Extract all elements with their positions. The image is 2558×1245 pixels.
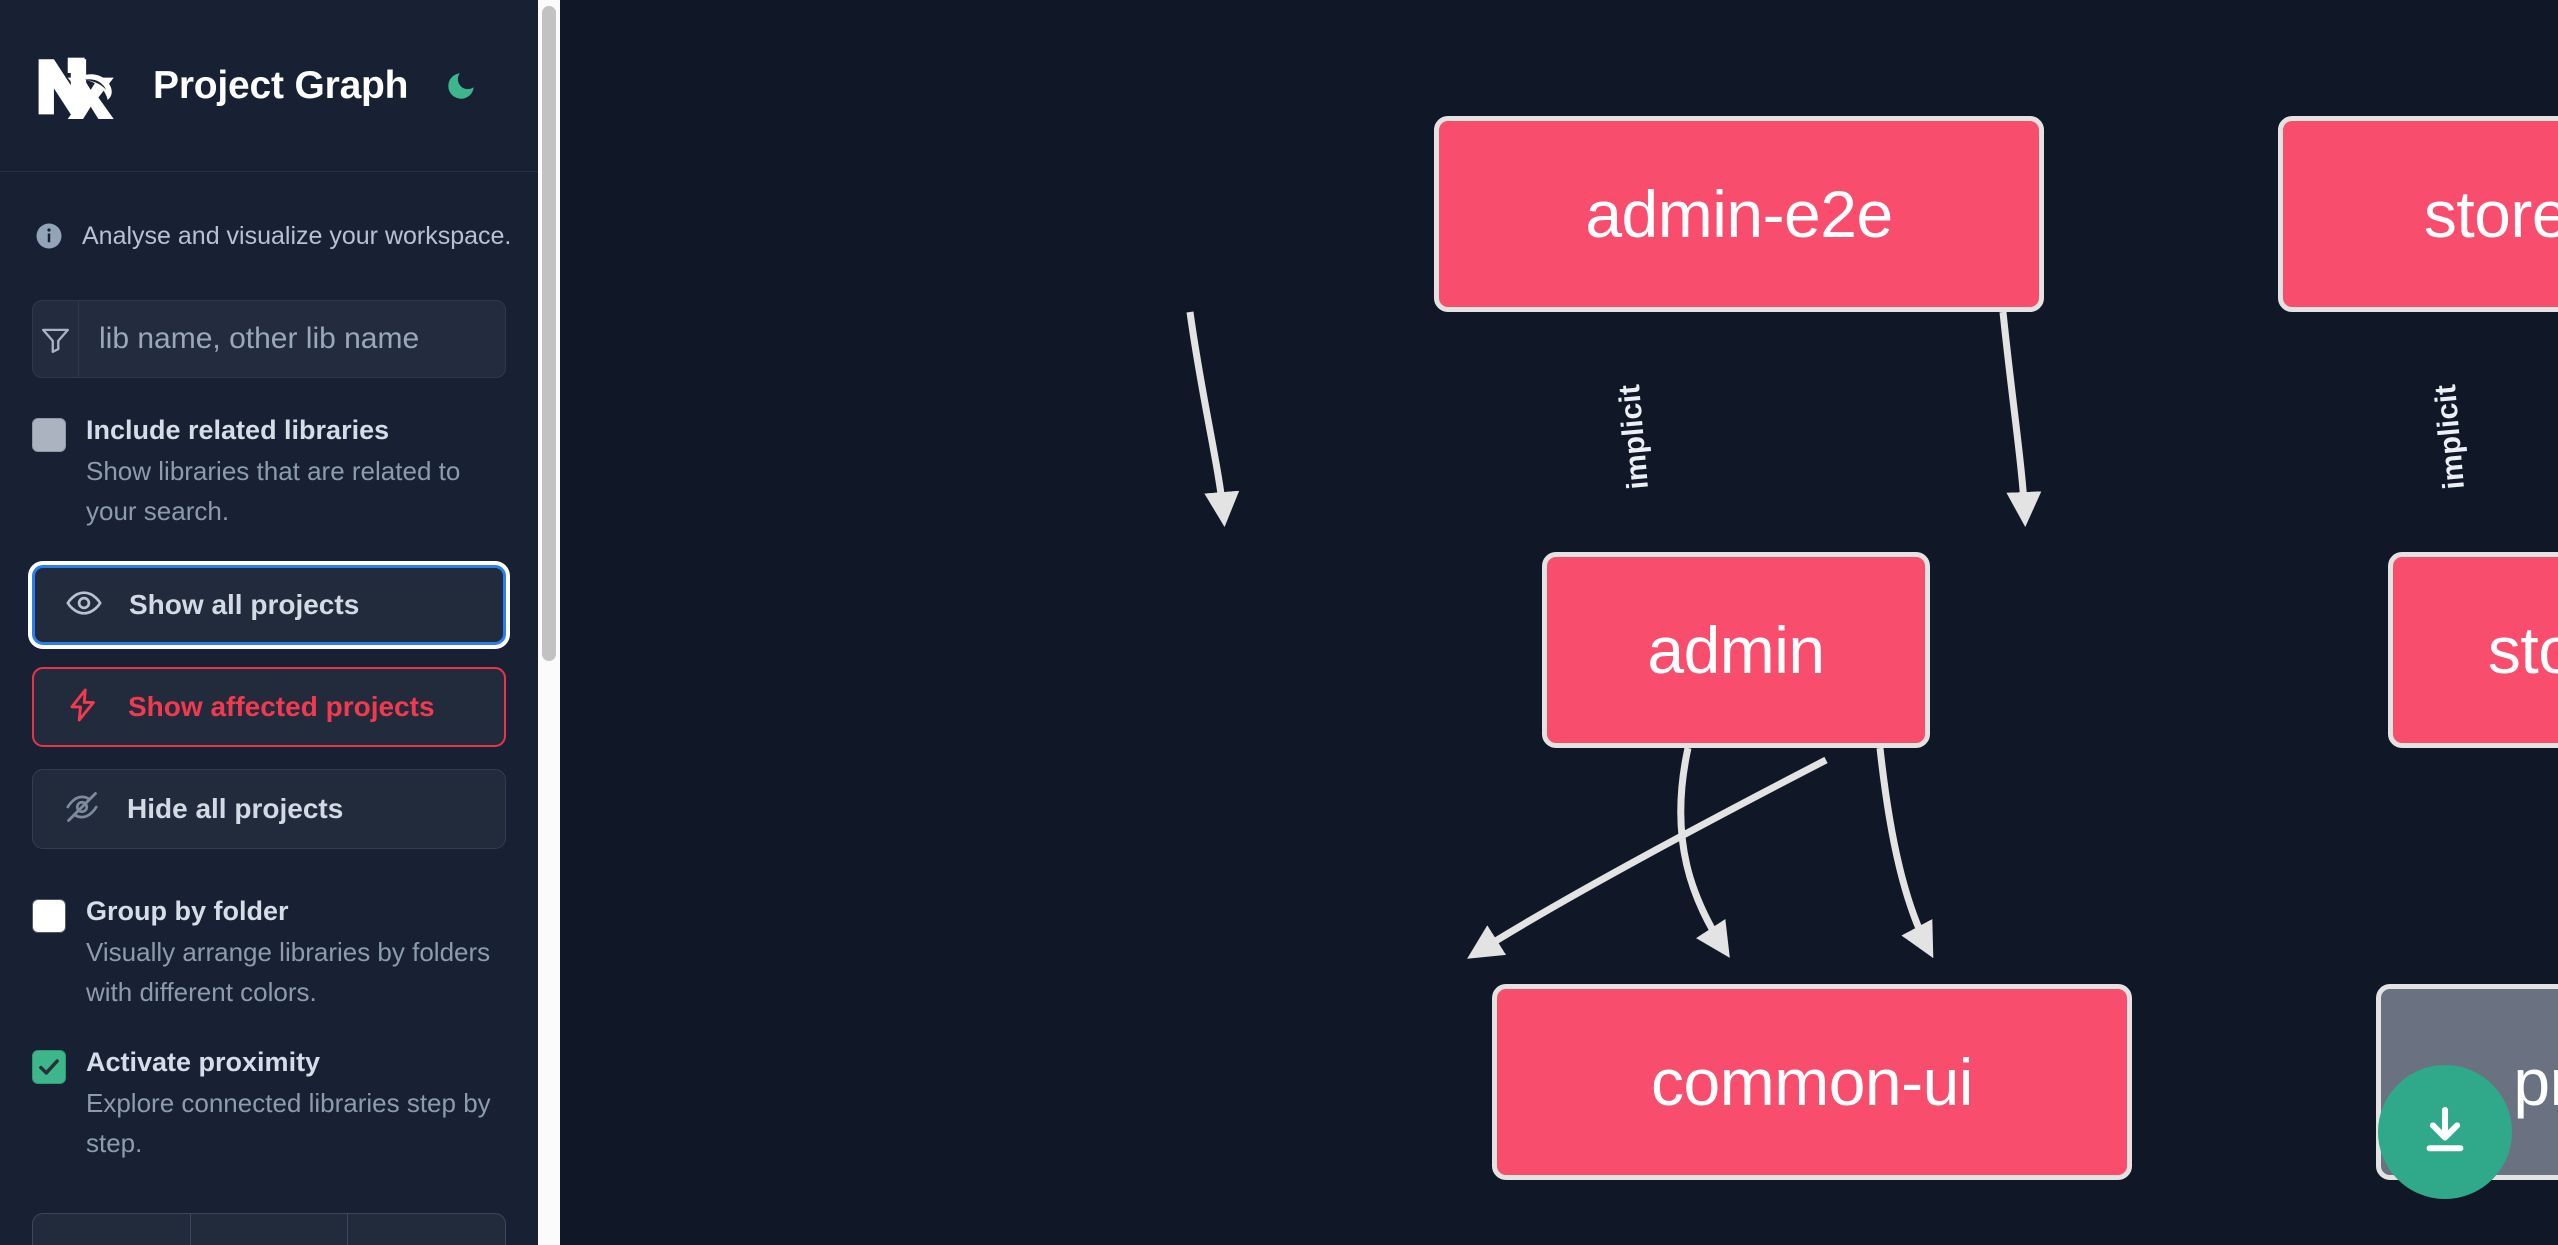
group-by-folder-label: Group by folder (86, 896, 289, 926)
graph-node-label: store (2487, 613, 2558, 687)
edge-admin-e2e-admin (1186, 311, 1240, 527)
sidebar-scrollbar[interactable] (538, 0, 560, 1245)
edge-admin-common-ui (1677, 747, 1730, 958)
graph-canvas[interactable]: admin-e2e store-e2e admin store common-u… (560, 0, 2558, 1245)
graph-node-common-ui[interactable]: common-ui (1492, 984, 2132, 1180)
proximity-segment-3[interactable] (348, 1214, 505, 1245)
show-all-projects-button[interactable]: Show all projects (32, 565, 506, 645)
tagline-text: Analyse and visualize your workspace. (82, 221, 512, 250)
sidebar-header: Project Graph (0, 0, 538, 172)
graph-node-label: common-ui (1651, 1045, 1973, 1119)
sidebar-scroll-area[interactable]: Project Graph Analyse and visualize your… (0, 0, 560, 1245)
include-related-libraries-description: Show libraries that are related to your … (86, 456, 461, 526)
proximity-step-button-group[interactable] (32, 1213, 506, 1245)
show-affected-projects-button[interactable]: Show affected projects (32, 667, 506, 747)
option-activate-proximity[interactable]: Activate proximity Explore connected lib… (0, 1012, 538, 1163)
check-icon (39, 1059, 59, 1075)
graph-action-buttons: Show all projects Show affected projects (0, 531, 538, 849)
graph-node-admin-e2e[interactable]: admin-e2e (1434, 116, 2044, 312)
hide-all-projects-label: Hide all projects (127, 793, 344, 824)
graph-node-admin[interactable]: admin (1542, 552, 1930, 748)
hide-all-projects-button[interactable]: Hide all projects (32, 769, 506, 849)
graph-node-label: admin-e2e (1585, 177, 1893, 251)
eye-icon (65, 584, 103, 627)
filter-icon-box (33, 301, 79, 377)
bolt-icon (64, 686, 102, 729)
download-icon (2417, 1103, 2473, 1162)
activate-proximity-checkbox[interactable] (32, 1050, 66, 1084)
graph-node-label: products (2513, 1045, 2558, 1119)
show-all-projects-label: Show all projects (129, 589, 360, 620)
option-group-by-folder[interactable]: Group by folder Visually arrange librari… (0, 849, 538, 1012)
moon-icon[interactable] (444, 69, 478, 103)
sidebar-tagline: Analyse and visualize your workspace. (0, 172, 538, 300)
include-related-libraries-label: Include related libraries (86, 415, 390, 445)
edge-store-e2e-store (1999, 311, 2042, 527)
option-include-related-libraries[interactable]: Include related libraries Show libraries… (0, 378, 538, 531)
download-graph-button[interactable] (2378, 1065, 2512, 1199)
show-affected-projects-label: Show affected projects (128, 691, 435, 722)
activate-proximity-label: Activate proximity (86, 1047, 321, 1077)
edge-store-common-ui (1467, 756, 1828, 959)
filter-icon (39, 323, 72, 356)
page-title: Project Graph (153, 63, 409, 107)
graph-node-store[interactable]: store (2388, 552, 2558, 748)
graph-node-store-e2e[interactable]: store-e2e (2278, 116, 2558, 312)
activate-proximity-description: Explore connected libraries step by step… (86, 1088, 491, 1158)
graph-node-label: admin (1647, 613, 1825, 687)
graph-edges (1186, 311, 2042, 959)
include-related-libraries-checkbox[interactable] (32, 418, 66, 452)
nx-logo (34, 50, 126, 122)
info-icon (34, 221, 64, 251)
edge-store-products (1876, 747, 1934, 959)
group-by-folder-checkbox[interactable] (32, 899, 66, 933)
proximity-segment-1[interactable] (33, 1214, 191, 1245)
sidebar: Project Graph Analyse and visualize your… (0, 0, 560, 1245)
graph-node-label: store-e2e (2423, 177, 2558, 251)
sidebar-scrollbar-thumb[interactable] (542, 6, 556, 661)
search-input[interactable] (79, 301, 505, 377)
eye-off-icon (63, 788, 101, 831)
group-by-folder-description: Visually arrange libraries by folders wi… (86, 937, 491, 1007)
search-field[interactable] (32, 300, 506, 378)
proximity-segment-2[interactable] (191, 1214, 349, 1245)
